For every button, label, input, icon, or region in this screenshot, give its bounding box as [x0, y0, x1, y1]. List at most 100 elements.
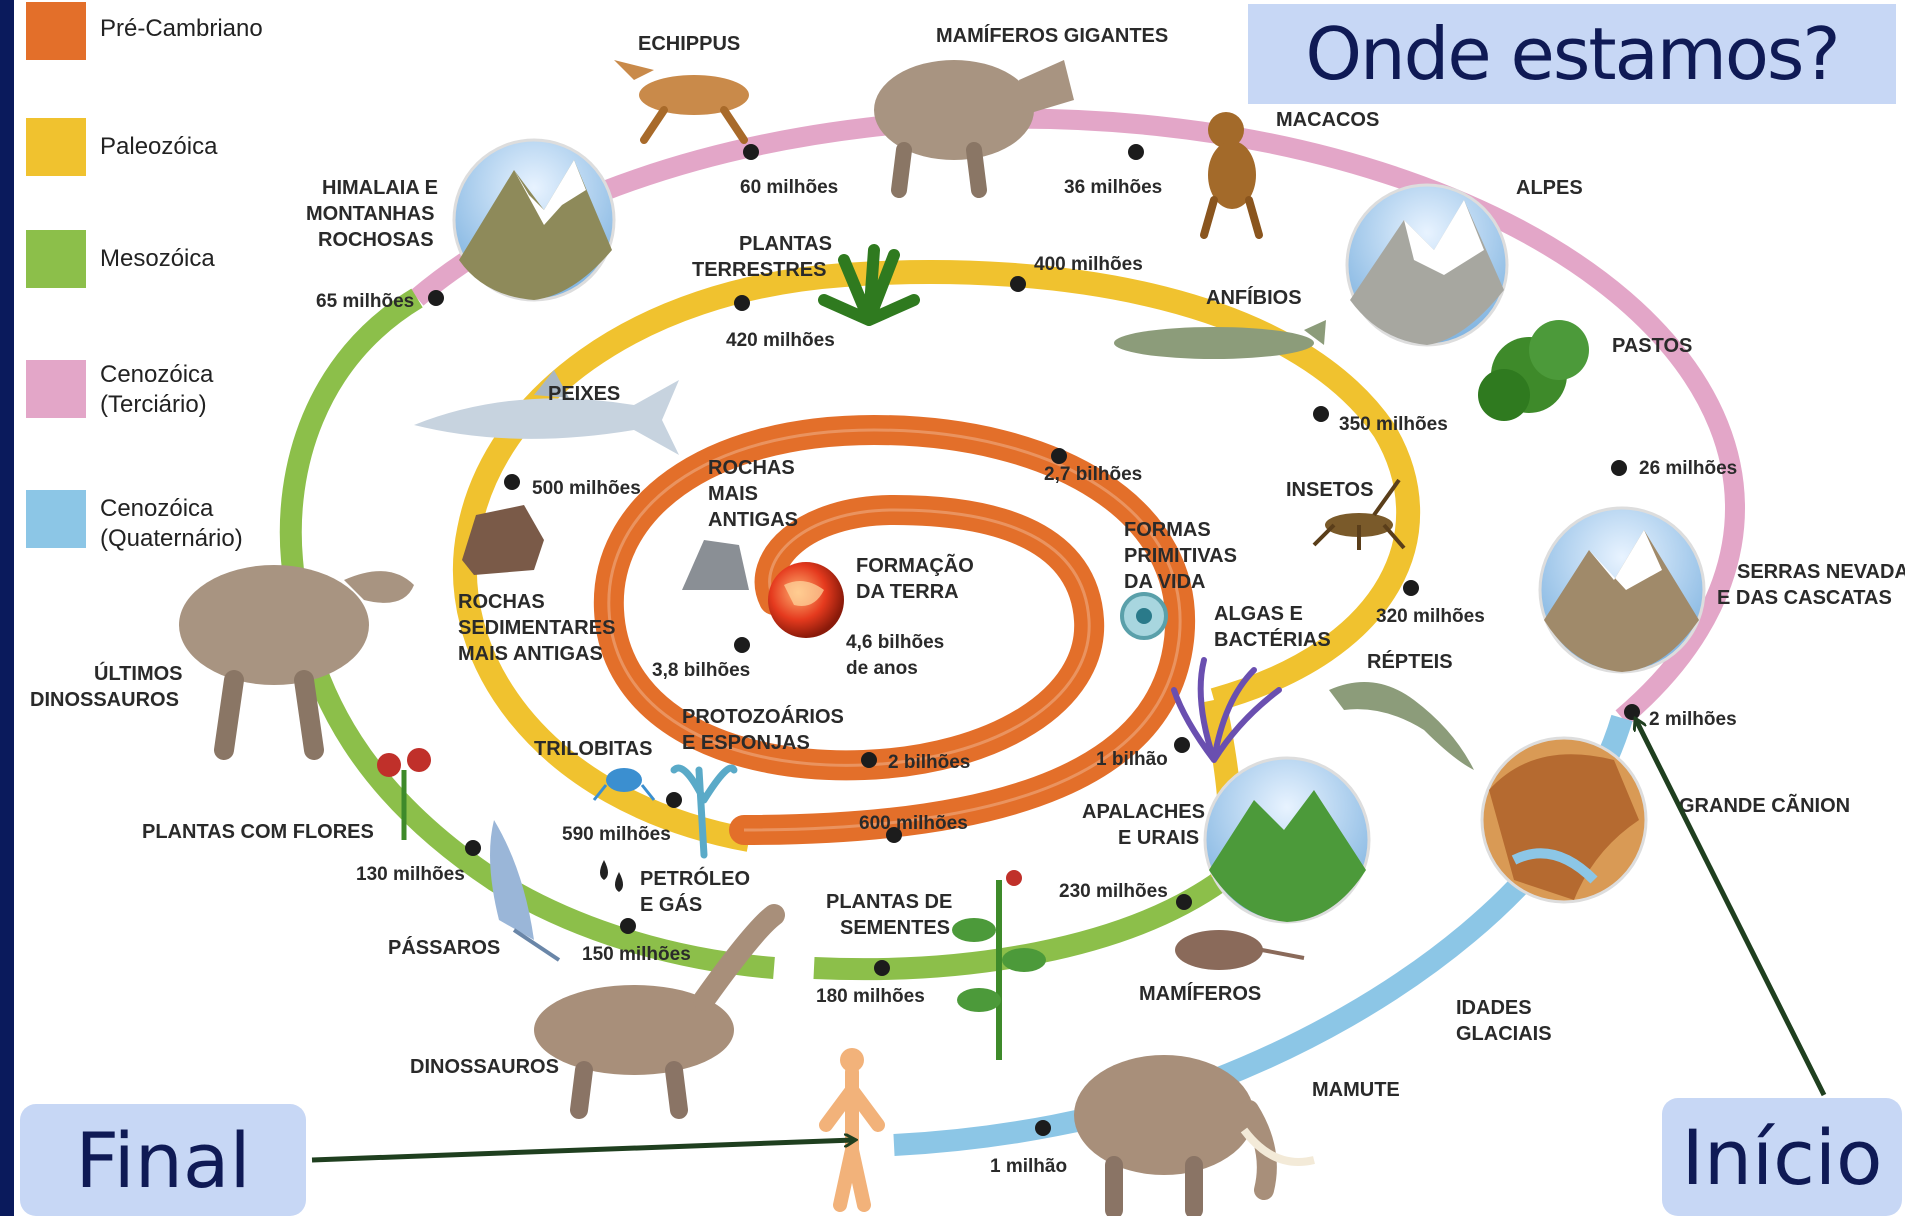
- himalaia-scene-icon: [452, 138, 616, 302]
- mamiferos-gigantes-icon: [874, 60, 1074, 198]
- label-rochas-antigas: ROCHAS: [708, 457, 795, 479]
- ultimos-dinossauros-icon: [179, 565, 414, 760]
- label-passaros: PÁSSAROS: [388, 936, 500, 959]
- label-plantas-terrestres: TERRESTRES: [692, 259, 826, 281]
- trilobitas-icon: [592, 768, 656, 801]
- title-box: Onde estamos?: [1248, 4, 1896, 104]
- label-rochas-sedimentares: MAIS ANTIGAS: [458, 643, 603, 665]
- label-rochas-sedimentares: ROCHAS: [458, 591, 545, 613]
- time-label: 36 milhões: [1064, 177, 1162, 198]
- time-label: 2 bilhões: [888, 752, 970, 773]
- mamiferos-icon: [1175, 930, 1305, 970]
- center-label-1: FORMAÇÃO: [856, 554, 974, 577]
- marker-180-milhoes: [874, 960, 890, 976]
- label-idades-glaciais: GLACIAIS: [1456, 1023, 1552, 1045]
- time-label: 590 milhões: [562, 824, 671, 845]
- protozoarios-icon: [670, 764, 738, 859]
- ring-mesozoica-outer: [279, 288, 775, 979]
- time-label: 1 milhão: [990, 1156, 1067, 1177]
- marker-2-milhoes: [1624, 704, 1640, 720]
- grande-canion-scene-icon: [1480, 736, 1648, 904]
- marker-3-8-bilhoes: [734, 637, 750, 653]
- time-label: 3,8 bilhões: [652, 660, 750, 681]
- human-icon: [819, 1048, 885, 1212]
- label-formas-vida: DA VIDA: [1124, 571, 1205, 593]
- anfibios-icon: [1114, 320, 1326, 359]
- formas-vida-icon: [1120, 592, 1168, 640]
- legend-swatch-mesozoica: [26, 230, 86, 288]
- time-label: 180 milhões: [816, 986, 925, 1007]
- label-algas: ALGAS E: [1214, 603, 1303, 625]
- label-himalaia: ROCHOSAS: [318, 229, 434, 251]
- apalaches-scene-icon: [1203, 756, 1371, 924]
- mamute-icon: [1074, 1055, 1315, 1216]
- label-macacos: MACACOS: [1276, 109, 1379, 131]
- label-trilobitas: TRILOBITAS: [534, 738, 653, 760]
- label-rochas-antigas: ANTIGAS: [708, 509, 798, 531]
- alpes-scene-icon: [1345, 183, 1509, 347]
- label-plantas-terrestres: PLANTAS: [739, 233, 832, 255]
- plantas-sementes-icon: [952, 870, 1046, 1060]
- label-apalaches: E URAIS: [1118, 827, 1199, 849]
- label-serras: SERRAS NEVADA: [1737, 561, 1905, 583]
- marker-600-milhoes: [886, 827, 902, 843]
- label-mamiferos-gigantes: MAMÍFEROS GIGANTES: [936, 24, 1168, 47]
- geologic-time-spiral-diagram: Pré-Cambriano Paleozóica Mesozóica Cenoz…: [26, 2, 1905, 1216]
- marker-150-milhoes: [620, 918, 636, 934]
- marker-230-milhoes: [1176, 894, 1192, 910]
- passaros-icon: [490, 820, 561, 962]
- label-protozoarios: E ESPONJAS: [682, 732, 810, 754]
- marker-130-milhoes: [465, 840, 481, 856]
- slide-canvas: Pré-Cambriano Paleozóica Mesozóica Cenoz…: [14, 0, 1905, 1216]
- legend: Pré-Cambriano Paleozóica Mesozóica Cenoz…: [26, 2, 263, 552]
- macacos-icon: [1200, 112, 1263, 239]
- feature-labels: ROCHAS MAIS ANTIGAS FORMAS PRIMITIVAS DA…: [30, 24, 1905, 1101]
- legend-swatch-paleozoica: [26, 118, 86, 176]
- time-label: 130 milhões: [356, 864, 465, 885]
- time-label: 420 milhões: [726, 330, 835, 351]
- repteis-icon: [1329, 682, 1474, 770]
- marker-2-bilhoes: [861, 752, 877, 768]
- center-label-2: DA TERRA: [856, 581, 959, 603]
- label-anfibios: ANFÍBIOS: [1206, 286, 1302, 309]
- time-label: 60 milhões: [740, 177, 838, 198]
- label-ultimos-dinossauros: DINOSSAUROS: [30, 689, 179, 711]
- label-plantas-flores: PLANTAS COM FLORES: [142, 821, 374, 843]
- label-petroleo: E GÁS: [640, 893, 702, 916]
- inicio-label: Início: [1681, 1112, 1883, 1202]
- time-label: 26 milhões: [1639, 458, 1737, 479]
- label-plantas-sementes: PLANTAS DE: [826, 891, 952, 913]
- final-tag: Final: [20, 1104, 306, 1216]
- time-label: 230 milhões: [1059, 881, 1168, 902]
- peixes-icon: [414, 370, 679, 455]
- marker-1-bilhao: [1174, 737, 1190, 753]
- label-rochas-sedimentares: SEDIMENTARES: [458, 617, 615, 639]
- time-labels: 3,8 bilhões 2,7 bilhões 2 bilhões 1 bilh…: [316, 177, 1737, 1177]
- marker-65-milhoes: [428, 290, 444, 306]
- marker-320-milhoes: [1403, 580, 1419, 596]
- rochas-sedimentares-icon: [462, 505, 544, 575]
- time-label: 65 milhões: [316, 291, 414, 312]
- algas-icon: [1171, 657, 1282, 763]
- serras-scene-icon: [1538, 506, 1706, 674]
- time-label: 400 milhões: [1034, 254, 1143, 275]
- marker-400-milhoes: [1010, 276, 1026, 292]
- center-age-2: de anos: [846, 658, 918, 679]
- legend-swatch-precambriano: [26, 2, 86, 60]
- legend-label-mesozoica: Mesozóica: [100, 245, 215, 272]
- rochas-antigas-icon: [682, 540, 749, 590]
- label-plantas-sementes: SEMENTES: [840, 917, 950, 939]
- label-ultimos-dinossauros: ÚLTIMOS: [94, 661, 183, 685]
- label-repteis: RÉPTEIS: [1367, 650, 1453, 673]
- label-insetos: INSETOS: [1286, 479, 1373, 501]
- label-rochas-antigas: MAIS: [708, 483, 758, 505]
- label-mamute: MAMUTE: [1312, 1079, 1400, 1101]
- label-himalaia: HIMALAIA E: [322, 177, 438, 199]
- final-label: Final: [75, 1115, 251, 1205]
- marker-26-milhoes: [1611, 460, 1627, 476]
- time-label: 2 milhões: [1649, 709, 1737, 730]
- marker-60-milhoes: [743, 144, 759, 160]
- marker-500-milhoes: [504, 474, 520, 490]
- inicio-arrow: [1636, 720, 1827, 1097]
